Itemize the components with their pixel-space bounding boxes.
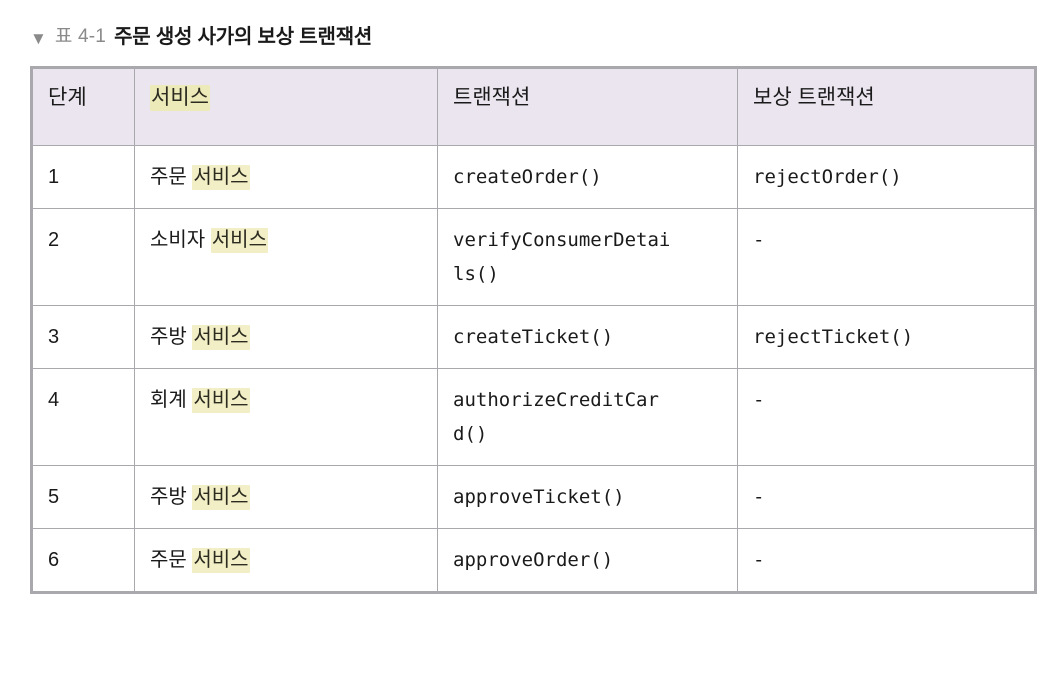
column-header-compensating-label: 보상 트랜잭션 <box>753 86 875 109</box>
cell-service: 주방 서비스 <box>134 305 438 369</box>
header-row: 단계 서비스 트랜잭션 보상 트랜잭션 <box>31 67 1036 146</box>
column-header-step-label: 단계 <box>48 86 87 109</box>
table-container: 단계 서비스 트랜잭션 보상 트랜잭션 1 <box>30 66 1037 594</box>
transaction-line: createOrder() <box>453 166 602 188</box>
transaction-line: authorizeCreditCar <box>453 389 659 411</box>
table-row: 4 회계 서비스 authorizeCreditCar d() - <box>31 368 1036 466</box>
service-name: 주문 <box>150 166 193 188</box>
service-name: 주방 <box>150 326 193 348</box>
service-name: 주방 <box>150 486 193 508</box>
step-value: 1 <box>48 166 60 188</box>
transaction-line: verifyConsumerDetai <box>453 229 671 251</box>
service-highlight: 서비스 <box>192 388 250 413</box>
table-number: 표 4-1 <box>54 26 107 47</box>
table-header: 단계 서비스 트랜잭션 보상 트랜잭션 <box>31 67 1036 146</box>
table-row: 2 소비자 서비스 verifyConsumerDetai ls() - <box>31 208 1036 306</box>
compensating-line: - <box>753 389 765 411</box>
cell-transaction: createOrder() <box>437 145 738 209</box>
step-value: 2 <box>48 229 60 251</box>
cell-service: 주문 서비스 <box>134 145 438 209</box>
cell-compensating: - <box>737 528 1036 593</box>
step-value: 6 <box>48 549 60 571</box>
table-row: 3 주방 서비스 createTicket() rejectTicket() <box>31 305 1036 369</box>
service-highlight: 서비스 <box>192 165 250 190</box>
step-value: 5 <box>48 486 60 508</box>
service-name: 주문 <box>150 549 193 571</box>
cell-transaction: createTicket() <box>437 305 738 369</box>
cell-service: 주방 서비스 <box>134 465 438 529</box>
cell-compensating: - <box>737 465 1036 529</box>
step-value: 3 <box>48 326 60 348</box>
cell-step: 3 <box>31 305 135 369</box>
service-name: 소비자 <box>150 229 211 251</box>
cell-service: 회계 서비스 <box>134 368 438 466</box>
transaction-line: d() <box>453 423 488 445</box>
cell-compensating: - <box>737 368 1036 466</box>
service-highlight: 서비스 <box>192 548 250 573</box>
transaction-line: approveTicket() <box>453 486 625 508</box>
table-row: 5 주방 서비스 approveTicket() - <box>31 465 1036 529</box>
cell-compensating: rejectTicket() <box>737 305 1036 369</box>
cell-step: 2 <box>31 208 135 306</box>
transaction-line: createTicket() <box>453 326 614 348</box>
transaction-line: approveOrder() <box>453 549 614 571</box>
service-name: 회계 <box>150 389 193 411</box>
compensating-transactions-table: 단계 서비스 트랜잭션 보상 트랜잭션 1 <box>30 66 1037 594</box>
column-header-transaction: 트랜잭션 <box>437 67 738 146</box>
compensating-line: - <box>753 229 765 251</box>
column-header-service: 서비스 <box>134 67 438 146</box>
cell-transaction: approveTicket() <box>437 465 738 529</box>
column-header-compensating: 보상 트랜잭션 <box>737 67 1036 146</box>
column-header-transaction-label: 트랜잭션 <box>453 86 531 109</box>
cell-transaction: authorizeCreditCar d() <box>437 368 738 466</box>
step-value: 4 <box>48 389 60 411</box>
cell-step: 4 <box>31 368 135 466</box>
table-row: 6 주문 서비스 approveOrder() - <box>31 528 1036 593</box>
service-highlight: 서비스 <box>192 485 250 510</box>
service-highlight: 서비스 <box>210 228 268 253</box>
compensating-line: - <box>753 549 765 571</box>
table-caption: ▼ 표 4-1 주문 생성 사가의 보상 트랜잭션 <box>30 22 372 52</box>
cell-step: 6 <box>31 528 135 593</box>
cell-compensating: - <box>737 208 1036 306</box>
table-body: 1 주문 서비스 createOrder() rejectOrder() 2 <box>31 145 1036 593</box>
cell-step: 1 <box>31 145 135 209</box>
cell-service: 소비자 서비스 <box>134 208 438 306</box>
cell-service: 주문 서비스 <box>134 528 438 593</box>
compensating-line: - <box>753 486 765 508</box>
compensating-line: rejectOrder() <box>753 166 902 188</box>
column-header-service-label: 서비스 <box>150 85 210 111</box>
table-title: 주문 생성 사가의 보상 트랜잭션 <box>114 26 373 48</box>
cell-compensating: rejectOrder() <box>737 145 1036 209</box>
cell-transaction: approveOrder() <box>437 528 738 593</box>
cell-transaction: verifyConsumerDetai ls() <box>437 208 738 306</box>
collapse-triangle-icon[interactable]: ▼ <box>30 28 47 48</box>
compensating-line: rejectTicket() <box>753 326 914 348</box>
table-row: 1 주문 서비스 createOrder() rejectOrder() <box>31 145 1036 209</box>
column-header-step: 단계 <box>31 67 135 146</box>
cell-step: 5 <box>31 465 135 529</box>
service-highlight: 서비스 <box>192 325 250 350</box>
transaction-line: ls() <box>453 263 499 285</box>
